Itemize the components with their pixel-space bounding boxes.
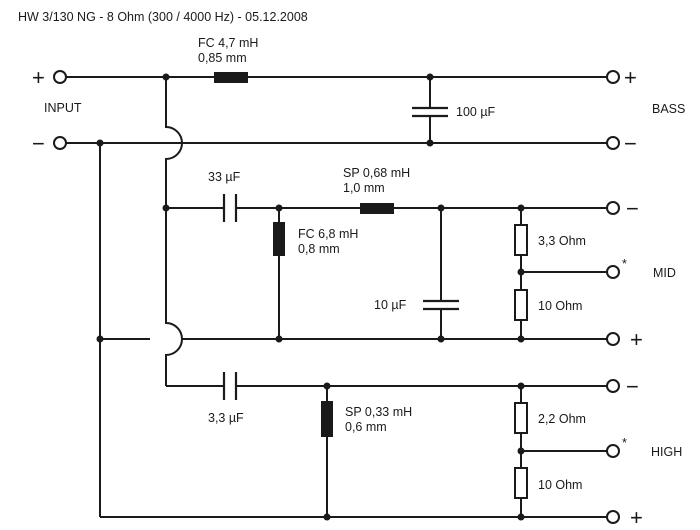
junction-dot <box>517 513 525 521</box>
l2-name-label: SP 0,68 mH <box>343 166 410 180</box>
r2-label: 10 Ohm <box>538 299 582 313</box>
high-plus-sign: + <box>630 505 643 530</box>
terminal-mid-minus <box>606 201 620 215</box>
c2-label: 33 µF <box>208 170 241 184</box>
junction-dot <box>426 73 434 81</box>
input-minus-sign: − <box>32 131 45 156</box>
junction-dot <box>96 335 104 343</box>
junction-dot <box>96 139 104 147</box>
bass-minus-sign: − <box>624 131 637 156</box>
plus-rail <box>165 77 183 386</box>
resistor-10-ohm-high <box>514 467 528 499</box>
c4-label: 3,3 µF <box>208 411 244 425</box>
l3-wire-label: 0,8 mm <box>298 242 340 256</box>
mid-star-mark: * <box>622 257 627 271</box>
l1-wire-label: 0,85 mm <box>198 51 247 65</box>
junction-dot <box>517 204 525 212</box>
junction-dot <box>323 382 331 390</box>
bass-plus-sign: + <box>624 65 637 90</box>
junction-dot <box>437 335 445 343</box>
terminal-high-plus <box>606 510 620 524</box>
junction-dot <box>323 513 331 521</box>
terminal-high-minus <box>606 379 620 393</box>
junction-dot <box>517 268 525 276</box>
mid-minus-sign: − <box>626 196 639 221</box>
inductor-fc-6-8mh <box>273 222 285 256</box>
r1-label: 3,3 Ohm <box>538 234 586 248</box>
mid-label: MID <box>653 266 676 280</box>
resistor-2-2-ohm <box>514 402 528 434</box>
inductor-sp-0-33mh <box>321 401 333 437</box>
junction-dot <box>162 204 170 212</box>
terminal-input-plus <box>53 70 67 84</box>
junction-dot <box>437 204 445 212</box>
c1-label: 100 µF <box>456 105 496 119</box>
junction-dot <box>517 447 525 455</box>
l2-wire-label: 1,0 mm <box>343 181 385 195</box>
schematic-title: HW 3/130 NG - 8 Ohm (300 / 4000 Hz) - 05… <box>18 10 308 24</box>
l3-name-label: FC 6,8 mH <box>298 227 358 241</box>
terminal-bass-minus <box>606 136 620 150</box>
l1-name-label: FC 4,7 mH <box>198 36 258 50</box>
c3-label: 10 µF <box>374 298 407 312</box>
bass-label: BASS <box>652 102 685 116</box>
terminal-mid-plus <box>606 332 620 346</box>
l4-name-label: SP 0,33 mH <box>345 405 412 419</box>
high-minus-sign: − <box>626 374 639 399</box>
terminal-high-star <box>606 444 620 458</box>
junction-dot <box>275 335 283 343</box>
junction-dot <box>517 382 525 390</box>
r4-label: 10 Ohm <box>538 478 582 492</box>
junction-dot <box>275 204 283 212</box>
resistor-3-3-ohm <box>514 224 528 256</box>
junction-dot <box>426 139 434 147</box>
inductor-sp-0-68mh <box>360 203 394 214</box>
r3-label: 2,2 Ohm <box>538 412 586 426</box>
input-plus-sign: + <box>32 65 45 90</box>
high-label: HIGH <box>651 445 682 459</box>
mid-plus-sign: + <box>630 327 643 352</box>
terminal-input-minus <box>53 136 67 150</box>
junction-dot <box>162 73 170 81</box>
junction-dot <box>517 335 525 343</box>
input-label: INPUT <box>44 101 82 115</box>
l4-wire-label: 0,6 mm <box>345 420 387 434</box>
resistor-10-ohm-mid <box>514 289 528 321</box>
inductor-fc-4-7mh <box>214 72 248 83</box>
terminal-bass-plus <box>606 70 620 84</box>
high-star-mark: * <box>622 436 627 450</box>
terminal-mid-star <box>606 265 620 279</box>
